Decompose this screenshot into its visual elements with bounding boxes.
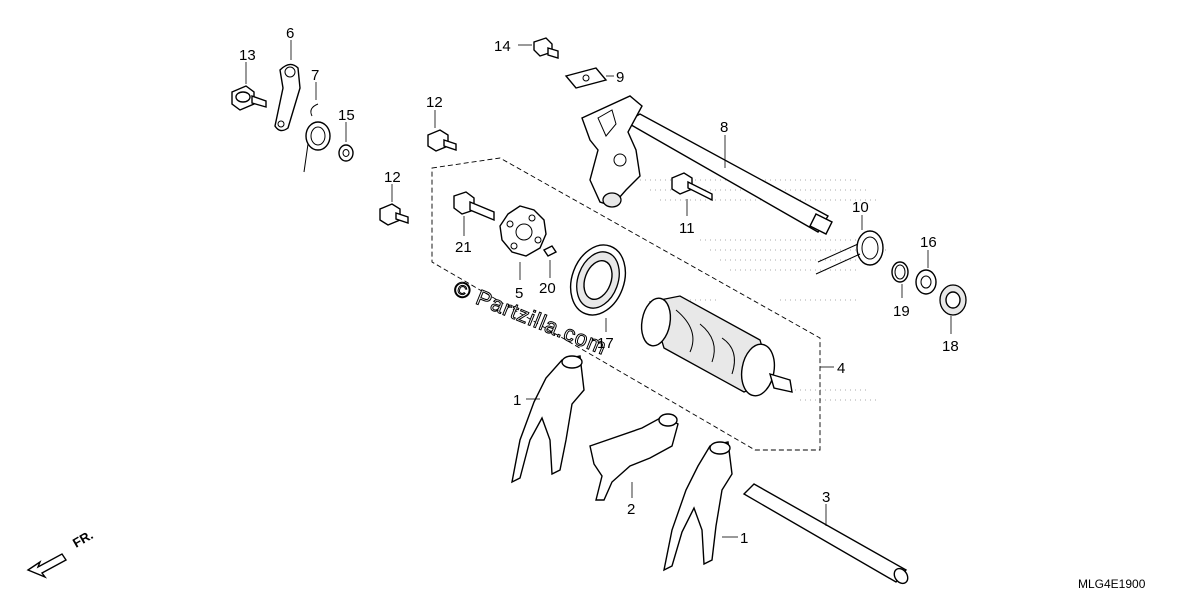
fork-shaft-3 [742,483,909,585]
callout-2: 2 [627,501,635,518]
shift-fork-1-left [511,355,585,484]
shift-shaft-8 [581,95,833,235]
callout-7: 7 [311,67,319,84]
callout-12-upper: 12 [426,94,443,111]
callout-1-right: 1 [740,530,748,547]
shift-fork-2 [589,413,679,501]
callout-8: 8 [720,119,728,136]
callout-10: 10 [852,199,869,216]
washer-15 [338,144,354,162]
bearing-17 [569,244,627,316]
direction-label: FR. [70,527,96,550]
shift-fork-1-right [663,441,733,572]
washer-16 [915,269,937,295]
callout-19: 19 [893,303,910,320]
callout-5: 5 [515,285,523,302]
return-spring-10 [815,230,884,275]
shift-drum-4 [640,295,793,397]
callout-21: 21 [455,239,472,256]
plate-9 [564,67,608,89]
callout-16: 16 [920,234,937,251]
oil-seal-18 [939,284,967,316]
callout-6: 6 [286,25,294,42]
callout-3: 3 [822,489,830,506]
callout-18: 18 [942,338,959,355]
callout-13: 13 [239,47,256,64]
front-direction-arrow-icon [26,553,68,579]
dowel-pin-20 [542,245,558,257]
bolt-12-upper [427,129,457,152]
callout-9: 9 [616,69,624,86]
circlip-19 [891,261,909,283]
callout-11: 11 [679,220,695,237]
stopper-arm-6 [274,63,301,132]
bolt-14 [533,37,559,59]
callout-12-lower: 12 [384,169,401,186]
drum-center-5 [499,205,547,257]
bolt-12-lower [379,203,409,226]
callout-labels: 13 6 7 15 12 12 14 9 8 11 10 16 19 18 21… [239,25,959,547]
spring-7 [303,103,331,173]
callout-15: 15 [338,107,355,124]
diagram-code: MLG4E1900 [1078,577,1146,591]
callout-4: 4 [837,360,845,377]
callout-17: 17 [597,335,614,352]
bolt-11 [671,172,713,202]
bolt-21 [453,191,495,222]
callout-14: 14 [494,38,511,55]
assembly-outline [431,157,821,451]
callout-1-left: 1 [513,392,521,409]
bolt-13 [231,85,267,111]
callout-20: 20 [539,280,556,297]
